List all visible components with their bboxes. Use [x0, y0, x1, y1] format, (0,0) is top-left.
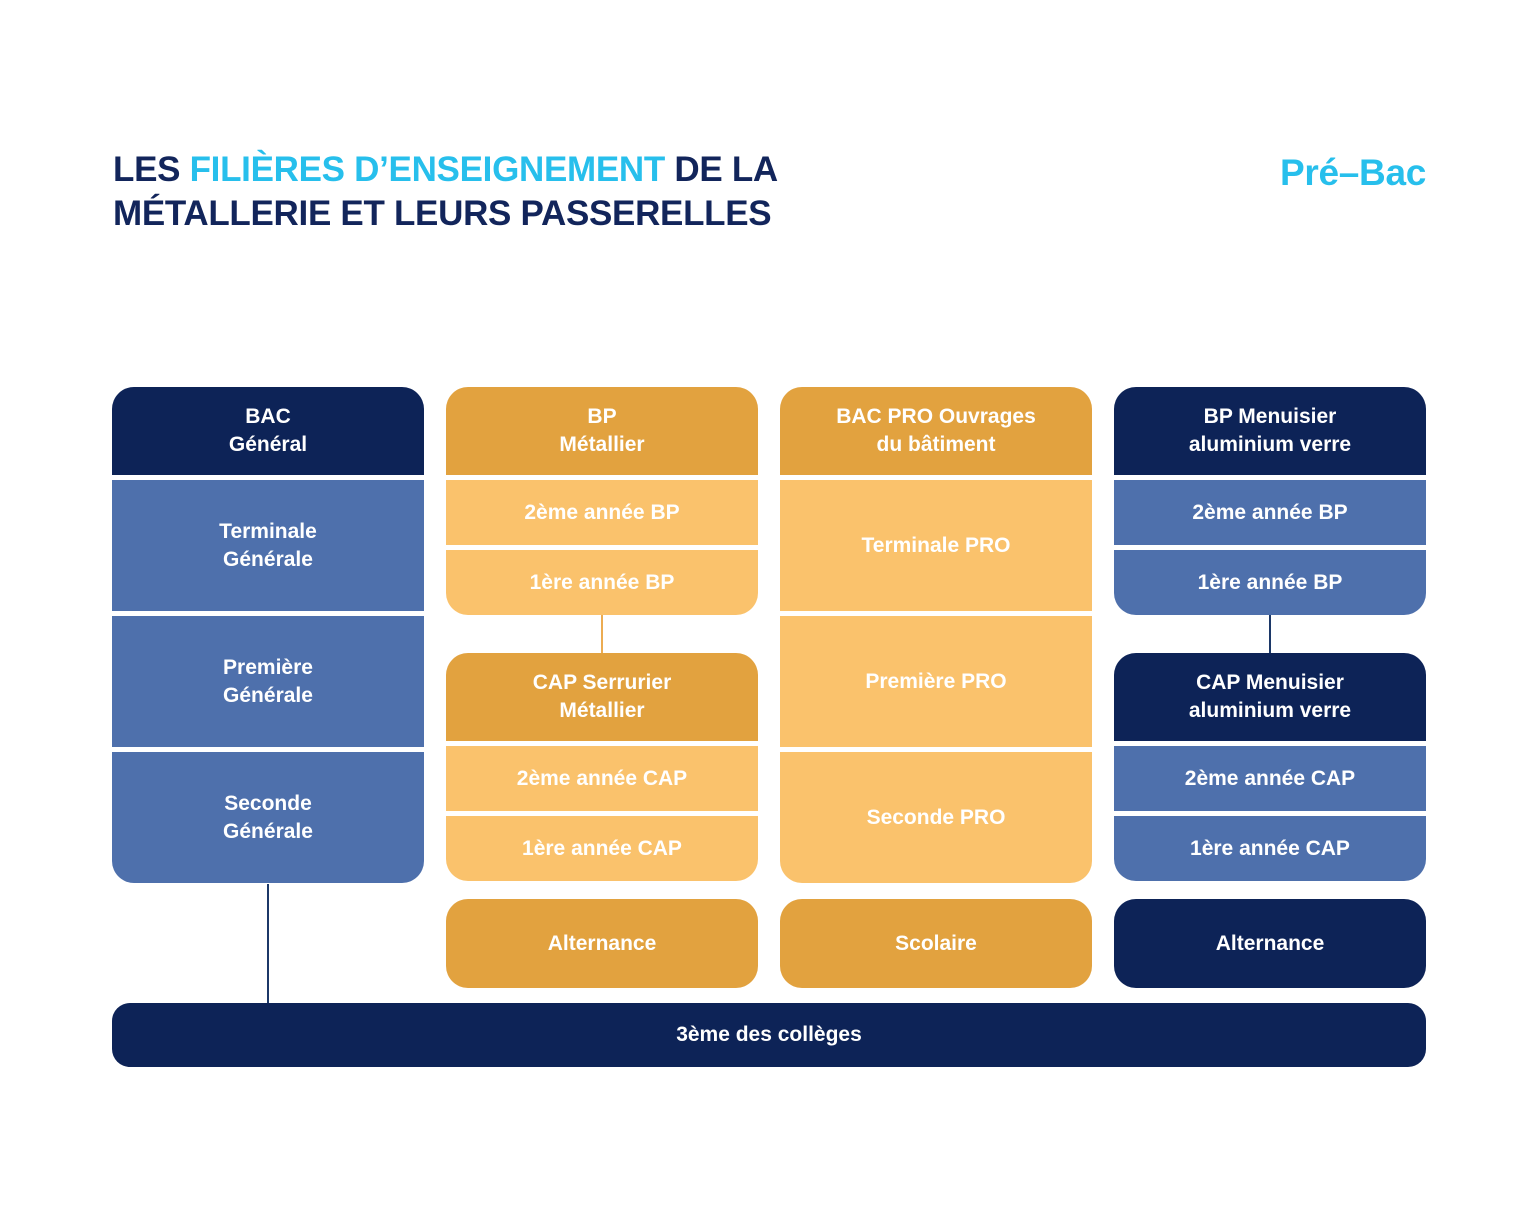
box-premiere-generale: Première Générale	[112, 616, 424, 747]
box-bp-1ere-annee: 1ère année BP	[446, 550, 758, 615]
box-label: du bâtiment	[876, 433, 996, 456]
box-menuisier-cap-2eme-annee: 2ème année CAP	[1114, 746, 1426, 811]
column-bac-pro-ouvrages: BAC PRO Ouvrages du bâtiment Terminale P…	[780, 387, 1092, 883]
column-bac-general: BAC Général Terminale Générale Première …	[112, 387, 424, 883]
footer-bar-3eme-colleges: 3ème des collèges	[112, 1003, 1426, 1067]
pre-bac-label: Pré–Bac	[1279, 152, 1426, 193]
box-bac-pro-header: BAC PRO Ouvrages du bâtiment	[780, 387, 1092, 475]
box-label: Première PRO	[865, 669, 1007, 693]
column-bp-menuisier: BP Menuisier aluminium verre 2ème année …	[1114, 387, 1426, 881]
box-label: BAC PRO Ouvrages	[836, 405, 1036, 428]
box-label: Métallier	[559, 699, 645, 722]
box-cap-2eme-annee: 2ème année CAP	[446, 746, 758, 811]
box-label: 2ème année CAP	[516, 766, 688, 790]
box-menuisier-bp-2eme-annee: 2ème année BP	[1114, 480, 1426, 545]
box-bp-2eme-annee: 2ème année BP	[446, 480, 758, 545]
connector-bp-to-cap-serrurier	[446, 615, 758, 653]
box-label: BP	[587, 405, 617, 428]
box-cap-serrurier-header: CAP Serrurier Métallier	[446, 653, 758, 741]
box-cap-menuisier-header: CAP Menuisier aluminium verre	[1114, 653, 1426, 741]
box-label: BP Menuisier	[1203, 405, 1337, 428]
box-label: 1ère année BP	[529, 570, 675, 594]
box-label: Alternance	[1215, 931, 1325, 955]
box-label: aluminium verre	[1188, 699, 1352, 722]
footer-label: 3ème des collèges	[676, 1023, 862, 1046]
box-cap-1ere-annee: 1ère année CAP	[446, 816, 758, 881]
box-label: Seconde	[224, 791, 312, 815]
title-segment-de-la: DE LA	[664, 150, 778, 189]
box-bp-menuisier-header: BP Menuisier aluminium verre	[1114, 387, 1426, 475]
box-label: Seconde PRO	[866, 805, 1006, 829]
box-label: 1ère année CAP	[1190, 836, 1350, 860]
box-label: Alternance	[547, 931, 657, 955]
box-label: 2ème année BP	[1192, 500, 1348, 524]
box-label: BAC	[245, 405, 291, 428]
box-terminale-generale: Terminale Générale	[112, 480, 424, 611]
box-label: aluminium verre	[1188, 433, 1352, 456]
title-segment-filieres: FILIÈRES D’ENSEIGNEMENT	[189, 150, 666, 189]
box-scolaire: Scolaire	[780, 899, 1092, 988]
connector-seconde-to-college	[267, 884, 269, 1003]
box-label: Métallier	[559, 433, 645, 456]
box-alternance-metallier: Alternance	[446, 899, 758, 988]
connector-line	[601, 615, 603, 653]
box-terminale-pro: Terminale PRO	[780, 480, 1092, 611]
box-menuisier-bp-1ere-annee: 1ère année BP	[1114, 550, 1426, 615]
box-seconde-generale: Seconde Générale	[112, 752, 424, 883]
connector-bp-to-cap-menuisier	[1114, 615, 1426, 653]
page-title: LES FILIÈRES D’ENSEIGNEMENT DE LA MÉTALL…	[113, 148, 778, 236]
box-label: 1ère année BP	[1197, 570, 1343, 594]
box-label: CAP Serrurier	[532, 671, 672, 694]
page-title-line2: MÉTALLERIE ET LEURS PASSERELLES	[113, 194, 772, 233]
box-label: 2ème année BP	[524, 500, 680, 524]
box-label: Terminale PRO	[861, 533, 1011, 557]
box-premiere-pro: Première PRO	[780, 616, 1092, 747]
column-bp-metallier: BP Métallier 2ème année BP 1ère année BP…	[446, 387, 758, 881]
box-label: Première	[223, 655, 313, 679]
box-bac-general-header: BAC Général	[112, 387, 424, 475]
page-title-line1: LES FILIÈRES D’ENSEIGNEMENT DE LA	[113, 148, 778, 192]
box-label: Générale	[223, 547, 313, 571]
box-label: Terminale	[219, 519, 317, 543]
box-seconde-pro: Seconde PRO	[780, 752, 1092, 883]
box-alternance-menuisier: Alternance	[1114, 899, 1426, 988]
box-label: Scolaire	[895, 931, 977, 955]
box-menuisier-cap-1ere-annee: 1ère année CAP	[1114, 816, 1426, 881]
title-segment-les: LES	[113, 150, 190, 189]
box-label: 2ème année CAP	[1184, 766, 1356, 790]
box-label: Générale	[223, 819, 313, 843]
box-label: 1ère année CAP	[522, 836, 682, 860]
box-label: CAP Menuisier	[1196, 671, 1344, 694]
connector-line	[1269, 615, 1271, 653]
box-label: Général	[228, 433, 308, 456]
box-bp-metallier-header: BP Métallier	[446, 387, 758, 475]
box-label: Générale	[223, 683, 313, 707]
